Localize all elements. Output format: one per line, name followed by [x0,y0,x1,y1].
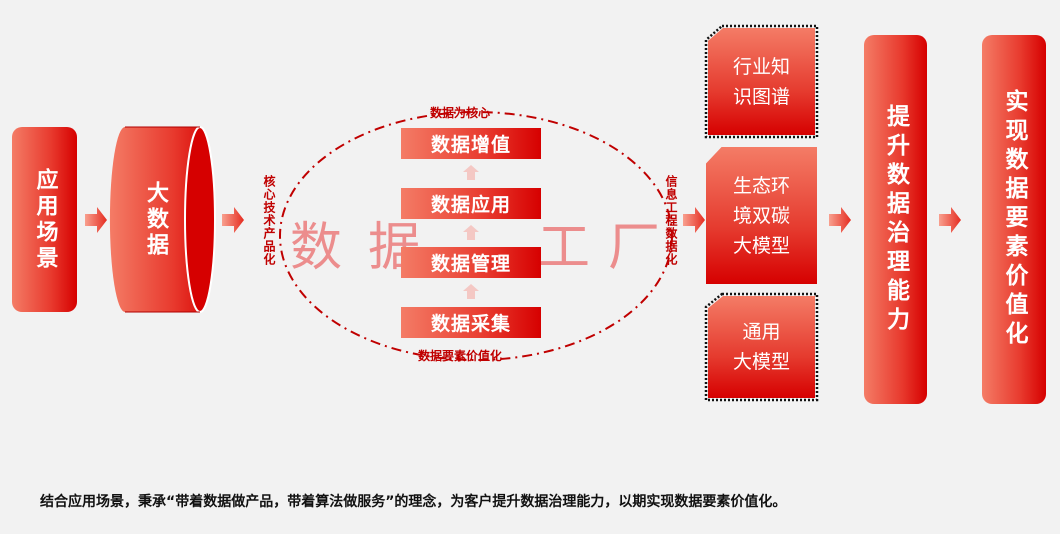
dotted-outline [704,292,819,402]
model-label-line: 行业知 [732,55,790,78]
step-data-management: 数据管理 [401,247,541,278]
core-tech-label: 核心技术产品化 [262,175,276,266]
up-arrow-icon [463,165,479,180]
step-data-collection: 数据采集 [401,307,541,338]
info-engineering-label: 信息工程数据化 [664,175,678,266]
application-scene-label: 应用场景 [32,167,58,272]
model-label-line: 大模型 [732,234,790,257]
cylinder-shape [109,126,216,313]
dotted-outline [704,24,819,139]
data-value-label: 数据要素价值化 [418,349,503,363]
knowledge-graph-box: 行业知识图谱 [708,28,815,135]
value-label: 实现数据要素价值化 [1001,89,1027,350]
step-data-application: 数据应用 [401,188,541,219]
footer-caption: 结合应用场景，秉承“带着数据做产品，带着算法做服务”的理念，为客户提升数据治理能… [40,494,787,510]
watermark-char: 工 [538,218,591,278]
arrow-icon [829,207,851,233]
watermark-char: 厂 [608,218,661,278]
arrow-icon [939,207,961,233]
arrow-icon [85,207,107,233]
arrow-icon [683,207,705,233]
eco-carbon-model-box: 生态环境双碳大模型 [706,147,817,284]
up-arrow-icon [463,225,479,240]
general-model-box: 通用大模型 [708,296,815,398]
big-data-cylinder: 大数据 [125,127,185,312]
governance-label: 提升数据治理能力 [882,103,909,336]
watermark-char: 数 [290,218,343,278]
model-label-line: 大模型 [732,351,790,373]
governance-box: 提升数据治理能力 [864,35,927,404]
step-data-value-add: 数据增值 [401,128,541,159]
up-arrow-icon [463,284,479,299]
arrow-icon [222,207,244,233]
dash-dot-ellipse [279,111,673,361]
data-core-label: 数据为核心 [430,106,491,120]
model-label-line: 通用 [742,321,781,343]
application-scene-box: 应用场景 [12,127,77,312]
model-label-line: 境双碳 [732,204,790,227]
model-label-line: 生态环 [732,174,790,197]
value-box: 实现数据要素价值化 [982,35,1046,404]
model-label-line: 识图谱 [732,85,790,108]
big-data-label: 大数据 [143,180,168,259]
